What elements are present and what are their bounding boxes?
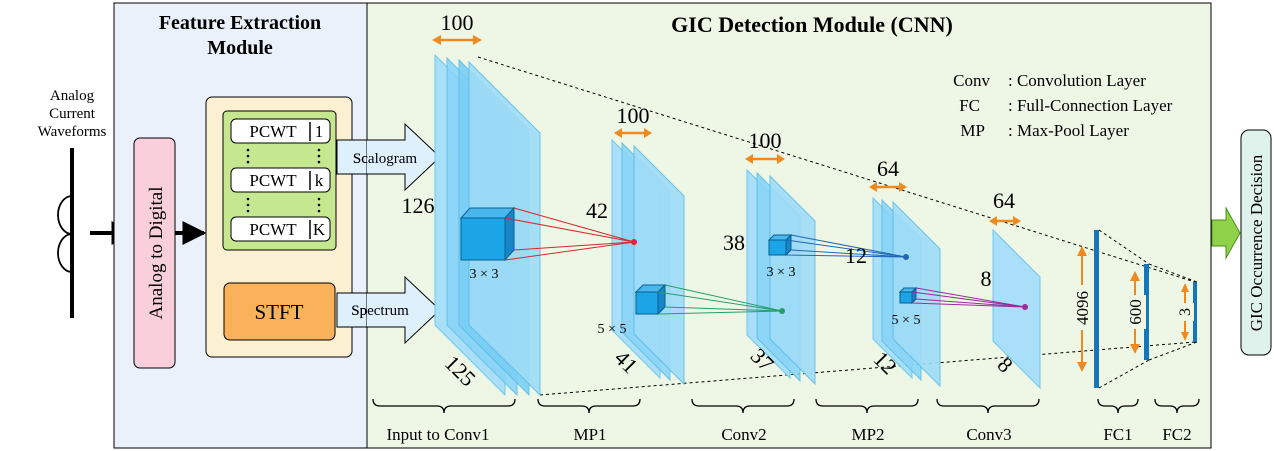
gic-module-title: GIC Detection Module (CNN) xyxy=(671,12,953,37)
layer-stack-conv3 xyxy=(992,228,1041,390)
input-label-line-3: Waveforms xyxy=(38,124,107,140)
fc2a-bar: 600 xyxy=(1124,264,1149,360)
kernel-label-input: 3 × 3 xyxy=(470,267,499,282)
legend: Conv : Convolution Layer FC : Full-Conne… xyxy=(953,71,1172,140)
height-label-mp2: 12 xyxy=(845,243,867,268)
pcwt-label-3: PCWT xyxy=(249,220,297,239)
braces xyxy=(372,398,1200,414)
pcwt-index-2: k xyxy=(315,171,324,190)
layer-name-conv2: Conv2 xyxy=(721,425,766,444)
brace-mp2 xyxy=(815,398,919,414)
spectrum-label-overlay: Spectrum xyxy=(351,303,409,319)
brace-input xyxy=(372,398,516,414)
pcwt-index-3: K xyxy=(313,220,326,239)
layer-name-input: Input to Conv1 xyxy=(387,425,490,444)
height-label-input: 126 xyxy=(402,193,435,218)
depth-label-conv3: 64 xyxy=(993,188,1015,213)
adc-label: Analog to Digital xyxy=(146,187,167,320)
stft-block xyxy=(223,282,336,341)
output-decision-label: GIC Occurrence Decision xyxy=(1247,154,1266,331)
kernel-label-conv2: 3 × 3 xyxy=(767,265,796,280)
input-label-line-1: Analog xyxy=(50,88,95,104)
fc2-size-label: 3 xyxy=(1177,308,1194,316)
fc2a-size-label: 600 xyxy=(1126,299,1145,325)
depth-indicator-input: 100 xyxy=(432,10,482,45)
layer-name-fc2: FC2 xyxy=(1162,425,1191,444)
legend-abbr-fc: FC xyxy=(959,96,980,115)
pcwt-row-3: PCWT K xyxy=(230,216,331,242)
conv-output-point-2 xyxy=(779,308,785,314)
brace-conv3 xyxy=(936,398,1040,414)
output-decision-box xyxy=(1240,129,1272,356)
input-label-line-2: Current xyxy=(49,106,96,122)
adc-block xyxy=(133,137,176,369)
depth-label-mp1: 100 xyxy=(617,103,650,128)
kernel-conv2-3x3 xyxy=(767,233,793,257)
brace-conv2 xyxy=(691,398,795,414)
scalogram-label-overlay: Scalogram xyxy=(353,151,417,167)
kernel-label-mp1: 5 × 5 xyxy=(598,322,627,337)
kernel-mp1-5x5 xyxy=(634,283,667,316)
conv-output-point-3 xyxy=(903,254,909,260)
height-label-conv2: 38 xyxy=(723,230,745,255)
pcwt-row-2: PCWT k xyxy=(230,167,331,193)
output-section: GIC Occurrence Decision xyxy=(1211,129,1272,356)
fc1-bar: 4096 xyxy=(1070,230,1099,388)
depth-indicator-conv2: 100 xyxy=(745,128,785,164)
brace-fc1 xyxy=(1097,398,1139,414)
legend-desc-mp: : Max-Pool Layer xyxy=(1008,121,1129,140)
pcwt-dots-2 xyxy=(246,197,321,213)
pcwt-row-1: PCWT 1 xyxy=(230,118,331,144)
pcwt-dots-1 xyxy=(246,148,321,164)
envelope-top xyxy=(477,56,1196,283)
layer-stack-mp1 xyxy=(611,138,685,386)
output-arrow xyxy=(1211,206,1241,260)
legend-desc-fc: : Full-Connection Layer xyxy=(1008,96,1173,115)
height-label-conv3: 8 xyxy=(981,266,992,291)
layer-stack-conv2 xyxy=(746,168,816,386)
depth-indicator-conv3: 64 xyxy=(989,188,1021,226)
depth-label-input: 100 xyxy=(441,10,474,35)
layer-name-mp1: MP1 xyxy=(573,425,606,444)
legend-abbr-conv: Conv xyxy=(953,71,990,90)
stft-label: STFT xyxy=(254,300,303,324)
legend-desc-conv: : Convolution Layer xyxy=(1008,71,1146,90)
layer-name-fc1: FC1 xyxy=(1103,425,1132,444)
height-label-mp1: 42 xyxy=(586,198,608,223)
feature-module-title-2: Module xyxy=(207,37,273,59)
depth-indicator-mp1: 100 xyxy=(614,103,652,138)
brace-fc2 xyxy=(1154,398,1200,414)
pcwt-index-1: 1 xyxy=(315,122,324,141)
pcwt-label-1: PCWT xyxy=(249,122,297,141)
kernel-mp2-5x5 xyxy=(898,286,918,305)
brace-mp1 xyxy=(537,398,641,414)
input-section: Analog Current Waveforms xyxy=(38,88,136,318)
envelope-bottom xyxy=(539,341,1196,396)
pcwt-label-2: PCWT xyxy=(249,171,297,190)
gic-detection-module: Scalogram Spectrum GIC Detection Module … xyxy=(351,2,1212,449)
depth-label-mp2: 64 xyxy=(877,156,899,181)
current-transformer-icon xyxy=(57,148,74,318)
kernel-label-mp2: 5 × 5 xyxy=(892,313,921,328)
layer-name-conv3: Conv3 xyxy=(966,425,1011,444)
feature-module-title-1: Feature Extraction xyxy=(159,12,321,34)
conv-output-point-1 xyxy=(631,239,637,245)
legend-abbr-mp: MP xyxy=(960,121,985,140)
fc2-bar: 3 xyxy=(1176,282,1197,342)
fc1-size-label: 4096 xyxy=(1073,291,1092,325)
kernel-input-3x3 xyxy=(459,206,516,262)
depth-label-conv2: 100 xyxy=(749,128,782,153)
conv-output-point-4 xyxy=(1022,304,1028,310)
layer-name-mp2: MP2 xyxy=(851,425,884,444)
depth-indicator-mp2: 64 xyxy=(869,156,907,192)
